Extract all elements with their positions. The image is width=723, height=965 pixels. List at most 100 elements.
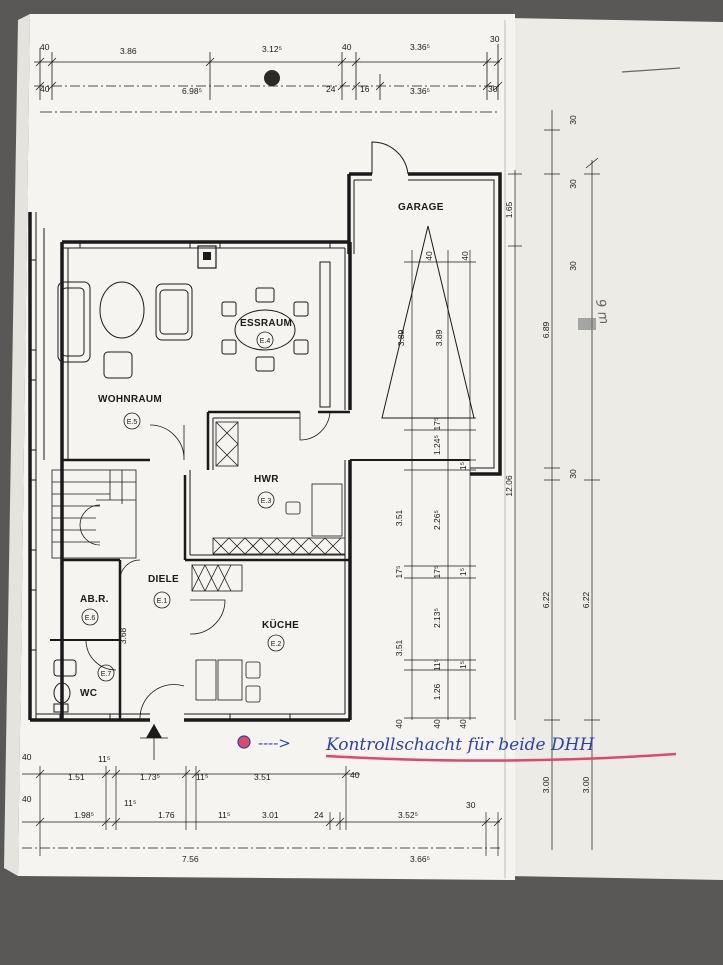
dim-right-15b: 1⁵ bbox=[458, 568, 468, 576]
dim-r1-1206: 12.06 bbox=[504, 475, 514, 497]
pencil-scribble bbox=[578, 318, 596, 330]
dim-b-40: 40 bbox=[22, 794, 32, 804]
dim-garage-389b: 3.89 bbox=[434, 329, 444, 346]
dim-b-40b: 40 bbox=[350, 770, 360, 780]
fireplace bbox=[197, 245, 217, 269]
paper-sheet bbox=[18, 14, 515, 880]
code-kueche: E.2 bbox=[271, 641, 282, 648]
label-abr: AB.R. bbox=[80, 594, 109, 605]
code-hwr: E.3 bbox=[261, 498, 272, 505]
living-furniture bbox=[57, 281, 193, 379]
dim-mid-175b: 17⁵ bbox=[432, 566, 442, 579]
dim-b-151: 1.51 bbox=[68, 772, 85, 782]
annotation-text: Kontrollschacht für beide DHH bbox=[325, 735, 595, 755]
top-dimensions bbox=[34, 44, 503, 113]
label-diele: DIELE bbox=[148, 574, 179, 585]
dim-left-175: 17⁵ bbox=[394, 566, 404, 579]
dim-garage-40b: 40 bbox=[460, 251, 470, 261]
dim-top2-40: 40 bbox=[40, 84, 50, 94]
code-circle-essraum bbox=[256, 331, 274, 349]
code-circle-hwr bbox=[257, 491, 275, 509]
annotation-arrow: ----> bbox=[258, 734, 291, 752]
dim-top2-336: 3.36⁵ bbox=[410, 86, 430, 96]
dim-left-351b: 3.51 bbox=[394, 639, 404, 656]
label-wc: WC bbox=[80, 688, 97, 699]
dim-right-15c: 1⁵ bbox=[458, 661, 468, 669]
dim-b2-1985: 1.98⁵ bbox=[74, 810, 94, 820]
dim-mid-175a: 17⁵ bbox=[432, 418, 442, 431]
dim-r2-30: 30 bbox=[568, 179, 578, 189]
right-dimensions bbox=[508, 110, 600, 850]
code-circle-abr bbox=[81, 608, 99, 626]
dim-mid-115: 11⁵ bbox=[432, 659, 442, 671]
dim-b2-115a: 11⁵ bbox=[124, 798, 136, 808]
dim-b2-40: 40 bbox=[22, 752, 32, 762]
dim-mid-2265: 2.26⁵ bbox=[432, 510, 442, 530]
dim-garage-40a: 40 bbox=[424, 251, 434, 261]
dim-top-40: 40 bbox=[40, 42, 50, 52]
dim-top-40b: 40 bbox=[342, 42, 352, 52]
dim-left-351a: 3.51 bbox=[394, 509, 404, 526]
pencil-note: 9 m bbox=[592, 298, 611, 325]
code-circle-diele bbox=[153, 591, 171, 609]
dim-r2-300: 3.00 bbox=[541, 776, 551, 793]
dim-top-312: 3.12⁵ bbox=[262, 44, 282, 54]
dim-mid-1245: 1.24⁵ bbox=[432, 435, 442, 455]
dim-r1-30: 30 bbox=[568, 115, 578, 125]
annotation-underline bbox=[325, 752, 677, 762]
code-wc: E.7 bbox=[101, 671, 112, 678]
dim-b3-3665: 3.66⁵ bbox=[410, 854, 430, 864]
dim-r3-300: 3.00 bbox=[581, 776, 591, 793]
code-circle-wohnraum bbox=[123, 412, 141, 430]
entrance-marker bbox=[140, 724, 168, 760]
dim-b2-24: 24 bbox=[314, 810, 324, 820]
wc-fixtures bbox=[53, 659, 77, 713]
dim-top-336: 3.36⁵ bbox=[410, 42, 430, 52]
dim-top2-30: 30 bbox=[488, 84, 498, 94]
dim-mid-40: 40 bbox=[432, 719, 442, 729]
bottom-dimensions bbox=[22, 766, 503, 856]
dim-r1-165: 1.65 bbox=[504, 201, 514, 218]
windows bbox=[29, 241, 331, 721]
dim-r2-689: 6.89 bbox=[541, 321, 551, 338]
fireplace-core bbox=[203, 252, 211, 260]
label-kueche: KÜCHE bbox=[262, 618, 299, 631]
dim-r2-30b: 30 bbox=[568, 469, 578, 479]
code-circle-kueche bbox=[267, 634, 285, 652]
dim-top-30: 30 bbox=[490, 34, 500, 44]
code-essraum: E.4 bbox=[260, 338, 271, 345]
dim-right-15a: 1⁵ bbox=[458, 462, 468, 470]
dim-b-351: 3.51 bbox=[254, 772, 271, 782]
dim-b2-301: 3.01 bbox=[262, 810, 279, 820]
door-swings bbox=[85, 411, 331, 721]
punch-hole bbox=[264, 70, 280, 86]
label-wohnraum: WOHNRAUM bbox=[98, 394, 162, 405]
dim-b-115b: 11⁵ bbox=[196, 772, 208, 782]
dim-mid-126: 1.26 bbox=[432, 683, 442, 700]
staircase bbox=[51, 469, 137, 559]
dim-b-1735: 1.73⁵ bbox=[140, 772, 160, 782]
dim-top2-698: 6.98⁵ bbox=[182, 86, 202, 96]
dim-b2-3525: 3.52⁵ bbox=[398, 810, 418, 820]
code-wohnraum: E.5 bbox=[127, 419, 138, 426]
dim-b-115a: 11⁵ bbox=[98, 754, 110, 764]
dim-b2-30: 30 bbox=[466, 800, 476, 810]
dim-left-40: 40 bbox=[394, 719, 404, 729]
inspection-marker-dot bbox=[237, 735, 251, 749]
right-paper-sheet bbox=[505, 18, 723, 880]
dim-stair-368: 3.68 bbox=[118, 627, 128, 644]
label-garage: GARAGE bbox=[398, 202, 444, 213]
dim-r3-30: 30 bbox=[568, 261, 578, 271]
label-hwr: HWR bbox=[254, 474, 279, 485]
code-abr: E.6 bbox=[85, 615, 96, 622]
paper-edge bbox=[4, 14, 30, 876]
dim-top2-16: 16 bbox=[360, 84, 370, 94]
code-circle-wc bbox=[97, 664, 115, 682]
dim-mid-2135: 2.13⁵ bbox=[432, 608, 442, 628]
label-essraum: ESSRAUM bbox=[240, 318, 292, 329]
dim-garage-389a: 3.89 bbox=[396, 329, 406, 346]
code-diele: E.1 bbox=[157, 598, 168, 605]
dim-b3-756: 7.56 bbox=[182, 854, 199, 864]
